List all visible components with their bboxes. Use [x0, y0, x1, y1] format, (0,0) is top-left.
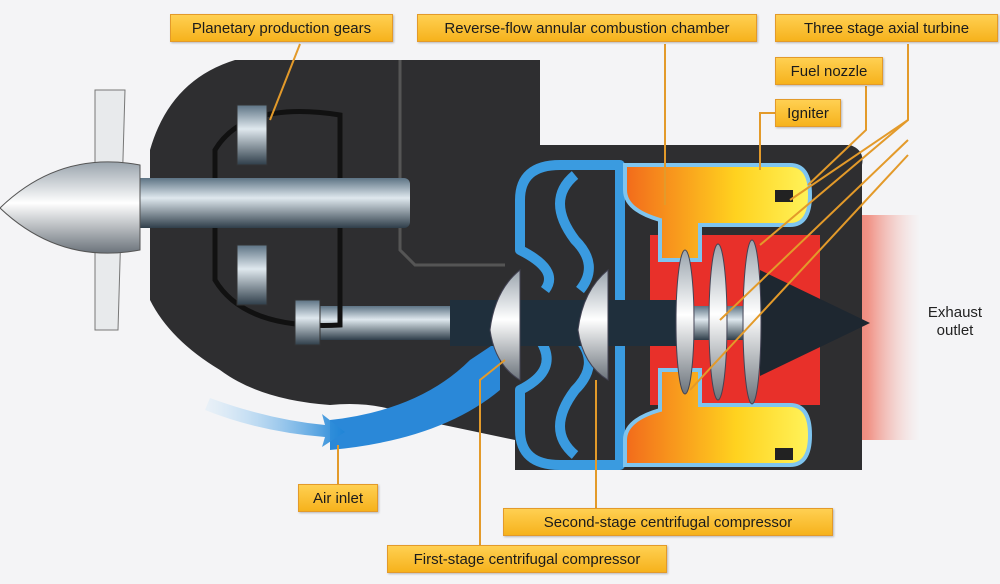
label-exhaust-line-2: outlet: [936, 322, 974, 339]
planetary-gear-lower: [236, 244, 268, 306]
air-inlet-arrow: [205, 398, 345, 447]
second-stage-compressor: [577, 268, 609, 381]
fuel-nozzle-top: [775, 190, 793, 202]
label-second-stage-compressor: Second-stage centrifugal compressor: [503, 508, 833, 536]
label-combustion-chamber: Reverse-flow annular combustion chamber: [417, 14, 757, 42]
label-first-stage-compressor: First-stage centrifugal compressor: [387, 545, 667, 573]
combustion-chamber-bottom: [623, 368, 813, 467]
label-fuel-nozzle: Fuel nozzle: [775, 57, 883, 85]
label-exhaust-line-1: Exhaust: [927, 304, 983, 321]
label-igniter: Igniter: [775, 99, 841, 127]
label-planetary-gears: Planetary production gears: [170, 14, 393, 42]
spinner: [0, 161, 141, 254]
compressor-airflow-duct: [515, 160, 625, 470]
exhaust-cone: [760, 270, 870, 376]
label-air-inlet: Air inlet: [298, 484, 378, 512]
leader-lines: [269, 43, 909, 545]
label-exhaust-outlet: Exhaust outlet: [915, 304, 995, 340]
axial-turbine-stages: [675, 239, 762, 405]
first-stage-compressor: [489, 268, 521, 381]
propeller-shaft: [130, 178, 410, 228]
planetary-gear-upper: [236, 104, 268, 166]
air-inlet-duct: [330, 340, 500, 450]
label-axial-turbine: Three stage axial turbine: [775, 14, 998, 42]
fuel-nozzle-bottom: [775, 448, 793, 460]
combustion-chamber-top: [623, 163, 813, 262]
